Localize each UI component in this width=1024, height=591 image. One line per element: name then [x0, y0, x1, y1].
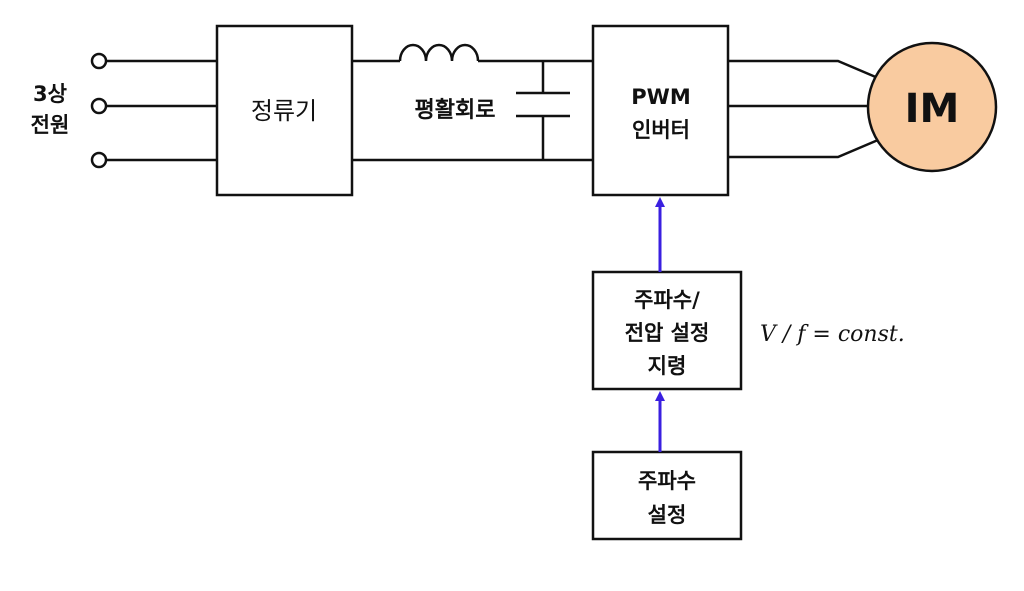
vf-formula: V / f = const. [760, 322, 905, 347]
command-label-line1: 주파수/ [634, 288, 700, 312]
terminal-3 [90, 151, 108, 169]
rectifier-label: 정류기 [251, 97, 317, 125]
capacitor [516, 61, 570, 160]
command-block [591, 270, 743, 391]
setting-label-line1: 주파수 [638, 469, 696, 493]
source-terminals [90, 52, 108, 169]
motor-label: IM [905, 86, 960, 132]
source-wires [106, 59, 217, 162]
induction-motor [866, 41, 998, 173]
inductor [352, 43, 593, 63]
pwm-inverter-block [591, 24, 730, 197]
motor-wires [728, 59, 879, 159]
command-label-line2: 전압 설정 [625, 321, 710, 345]
smoothing-circuit-label: 평활회로 [415, 98, 496, 123]
setting-label-line2: 설정 [648, 503, 687, 527]
rectifier-block [215, 24, 354, 197]
inverter-label-line1: PWM [631, 85, 690, 109]
frequency-setting-block [591, 450, 743, 541]
source-label-line2: 전원 [31, 113, 70, 137]
source-label-line1: 3상 [33, 82, 67, 106]
command-label-line3: 지령 [648, 354, 687, 378]
terminal-1 [90, 52, 108, 70]
inverter-label-line2: 인버터 [632, 118, 690, 142]
terminal-2 [90, 97, 108, 115]
